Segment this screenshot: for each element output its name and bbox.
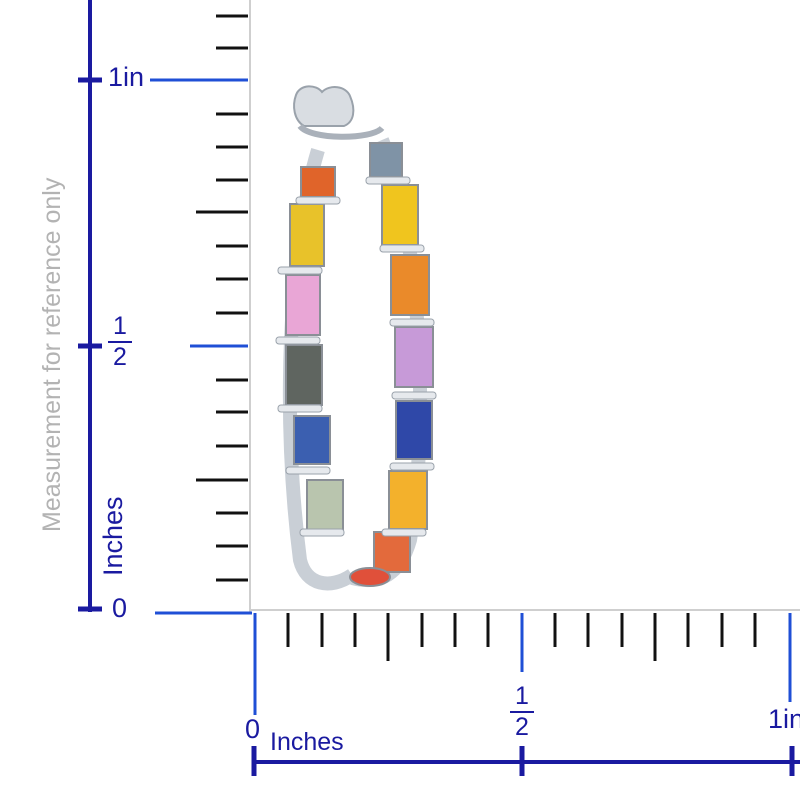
right-gemstone xyxy=(394,326,434,388)
vertical-label-half-inch: 1 2 xyxy=(108,314,132,370)
stone-prong xyxy=(299,528,345,537)
fraction-numerator: 1 xyxy=(113,312,127,340)
right-gemstone xyxy=(381,184,419,246)
horizontal-label-one-inch: 1in xyxy=(768,704,800,734)
fraction-denominator: 2 xyxy=(515,713,529,741)
horizontal-unit-label: Inches xyxy=(270,728,344,756)
horizontal-label-half-inch: 1 2 xyxy=(510,684,534,740)
ruler-frame xyxy=(249,0,800,612)
stone-prong xyxy=(275,336,321,345)
horizontal-label-zero: 0 xyxy=(245,714,261,744)
fraction-denominator: 2 xyxy=(113,343,127,371)
fraction-bar xyxy=(510,711,534,713)
vertical-ruler-ticks xyxy=(150,14,252,615)
earring-hinge xyxy=(293,85,355,127)
fraction-numerator: 1 xyxy=(515,682,529,710)
stone-prong xyxy=(389,318,435,327)
right-gemstone xyxy=(390,254,430,316)
earring-clasp xyxy=(297,123,385,140)
right-gemstone xyxy=(395,400,433,460)
fraction-bar xyxy=(108,341,132,343)
stone-prong xyxy=(285,466,331,475)
right-gemstone xyxy=(369,142,403,178)
stone-prong xyxy=(379,244,425,253)
stone-prong xyxy=(295,196,341,205)
left-gemstone xyxy=(300,166,336,198)
left-gemstone xyxy=(306,479,344,531)
dimension-lines xyxy=(78,0,800,776)
reference-caption: Measurement for reference only xyxy=(38,177,66,532)
left-gemstone xyxy=(293,415,331,465)
stone-prong xyxy=(381,528,427,537)
stone-prong xyxy=(391,391,437,400)
stone-prong xyxy=(365,176,411,185)
stone-prong xyxy=(389,462,435,471)
vertical-label-zero: 0 xyxy=(112,593,128,623)
bottom-gemstone xyxy=(349,567,391,587)
vertical-label-one-inch: 1in xyxy=(108,62,145,92)
right-gemstone xyxy=(373,531,411,573)
stone-prong xyxy=(277,404,323,413)
right-gemstone xyxy=(388,470,428,530)
left-gemstone xyxy=(285,274,321,336)
horizontal-ruler-ticks xyxy=(253,613,792,715)
left-gemstone xyxy=(285,344,323,406)
left-gemstone xyxy=(289,203,325,267)
stone-prong xyxy=(277,266,323,275)
vertical-unit-label: Inches xyxy=(98,496,128,576)
hoop-earring xyxy=(275,85,437,591)
